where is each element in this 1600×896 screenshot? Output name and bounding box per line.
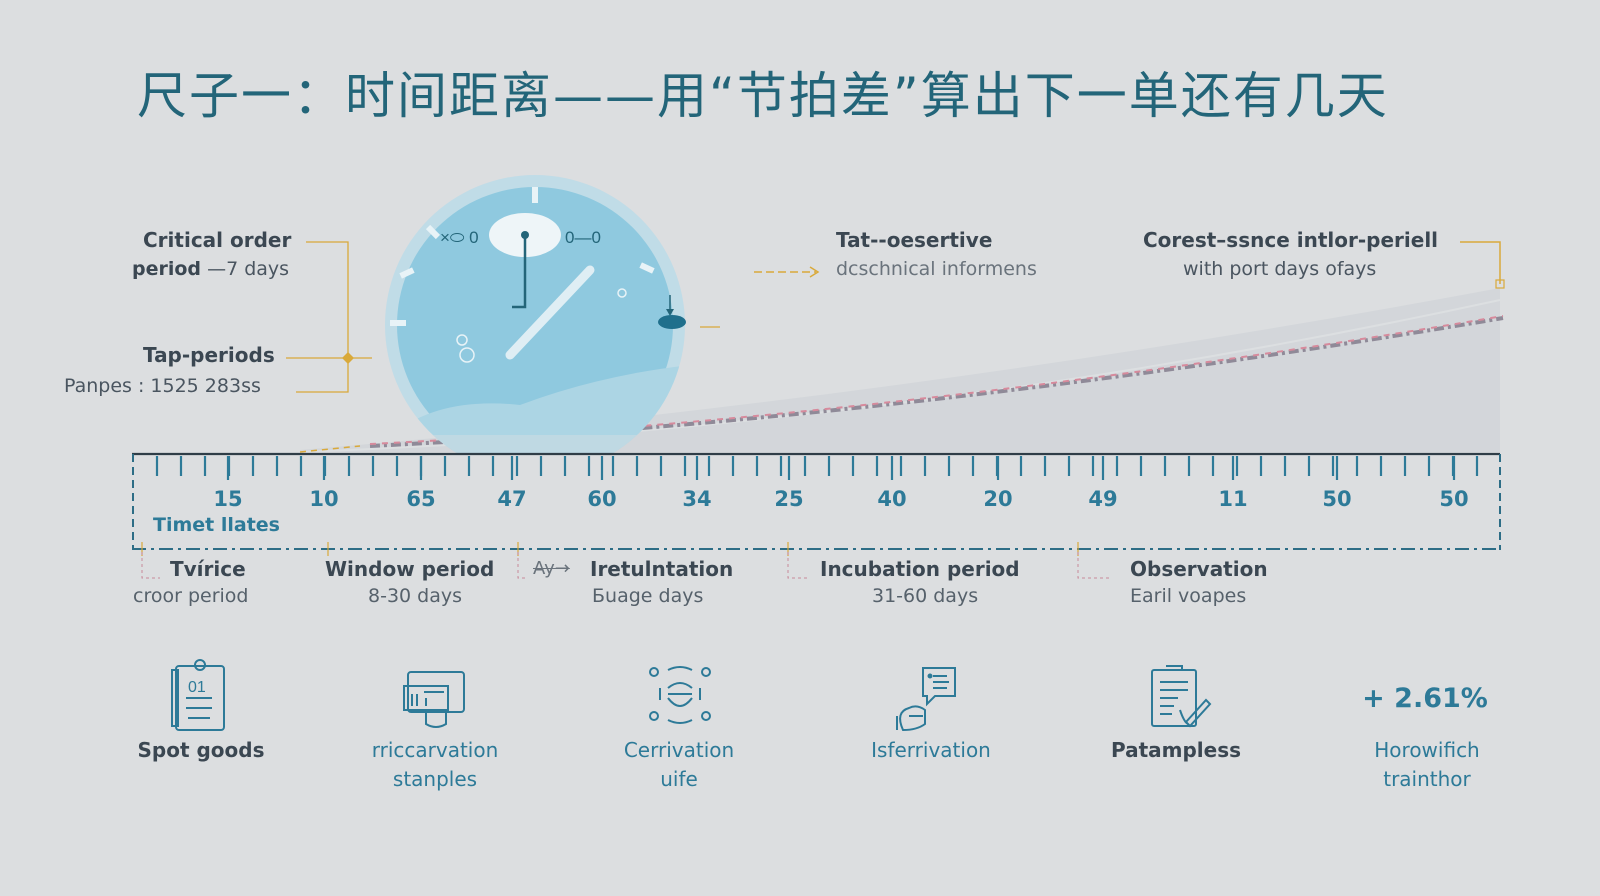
clipboard-icon: 01 [170,658,230,738]
hand-chat-icon [893,664,957,736]
icon-label-0-line1: Spot goods [137,738,265,762]
growth-metric: + 2.61% [1362,683,1488,714]
phase-title-4: Observation [1130,557,1268,581]
phase-sub-3: 31-60 days [872,585,979,607]
callout-critical-prefix: period [132,258,202,280]
ruler-tick-label: 50 [1322,487,1352,511]
phase-sub-1: 8-30 days [368,585,463,607]
ruler-tick-label: 25 [774,487,804,511]
phase-sub-4: Earil voapes [1130,585,1247,607]
cycle-bowl-icon [648,664,712,732]
callout-tap-title: Tap-periods [143,343,275,367]
ruler-tick-label: 60 [587,487,617,511]
icon-label-4: Patampless [1111,736,1241,765]
phase-sub-0: croor period [133,585,249,607]
ruler-tick-label: 34 [682,487,712,511]
register-icon [400,666,470,734]
icon-label-2-line1: Cerrivation [623,738,735,762]
svg-text:01: 01 [188,679,206,696]
arrow-right-icon [754,266,820,278]
icon-label-5: Horowifich trainthor [1374,736,1479,794]
ruler [132,452,1501,556]
clock-gauge-icon: ×⬭ 0 0—0 [385,175,686,455]
ruler-tick-label: 50 [1439,487,1469,511]
icon-label-4-line1: Patampless [1110,738,1242,762]
icon-label-0: Spot goods [137,736,264,765]
phase-sub-2: Бuage days [592,585,704,607]
clock-right-text: 0—0 [565,228,601,247]
page-title: 尺子一：时间距离——用“节拍差”算出下一单还有几天 [137,67,1389,125]
icon-label-3: Isferrivation [871,736,991,765]
left-connectors [286,241,720,393]
ruler-tick-label: 49 [1088,487,1118,511]
callout-critical-value: —7 days [207,258,290,280]
icon-label-1-line1: rriccarvation [371,738,499,762]
ruler-tick-label: 11 [1218,487,1248,511]
ruler-tick-label: 40 [877,487,907,511]
clock-left-text: ×⬭ 0 [440,228,479,247]
ruler-tick-label: 10 [309,487,339,511]
document-pen-icon [1148,662,1212,734]
ruler-tick-label: 65 [406,487,436,511]
callout-tap-sub: Panpes : 1525 283ss [64,375,261,397]
trend-line [369,316,1504,448]
ruler-tick-label: 47 [497,487,527,511]
icon-label-1-line2: stanples [392,767,478,791]
callout-technical-sub: dcschnical informens [836,258,1037,280]
callout-forest-title: Corest–ssnce intlor-periell [1143,228,1439,252]
ruler-axis-label: Timet llates [153,514,280,536]
callout-forest-sub: with port days ofays [1183,258,1377,280]
ruler-tick-label: 20 [983,487,1013,511]
phase-title-2: Iretulntation [590,557,734,581]
clock-marker [658,315,686,329]
icon-label-1: rriccarvation stanples [372,736,499,794]
phase-connectors [141,552,1110,579]
ruler-tick-label: 15 [213,487,243,511]
callout-technical-title: Tat--oesertive [836,228,993,252]
phase-title-3: Incubation period [820,557,1020,581]
icon-label-5-line2: trainthor [1383,767,1471,791]
icon-label-2: Cerrivation uife [624,736,734,794]
callout-critical-title: Critical order [143,228,292,252]
callout-critical-sub: period —7 days [132,258,289,280]
icon-label-2-line2: uife [660,767,698,791]
icon-label-3-line1: Isferrivation [871,738,991,762]
icon-label-5-line1: Horowifich [1374,738,1480,762]
phase-title-1: Window period [325,557,495,581]
phase-title-0: Tvírice [170,557,246,581]
phase-prefix-2: Ay→ [533,558,570,579]
